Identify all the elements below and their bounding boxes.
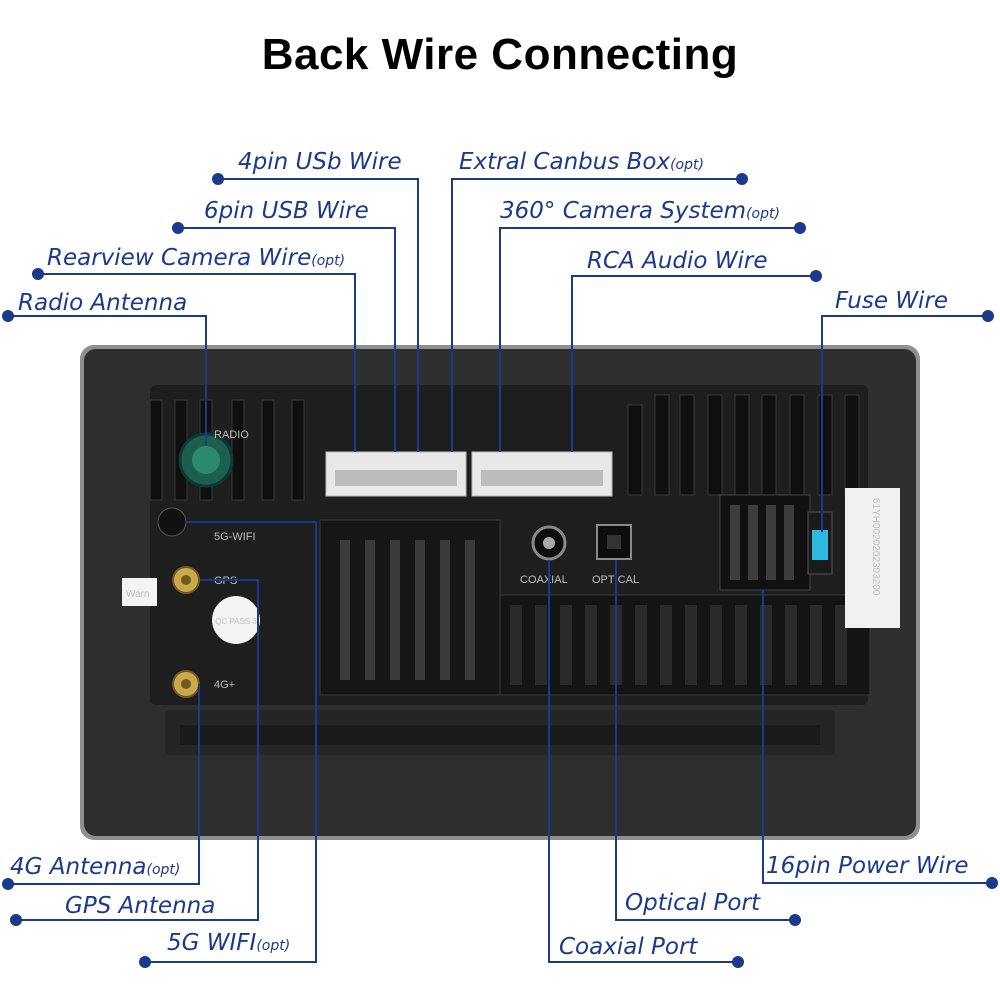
- label-gps: GPS Antenna: [65, 893, 216, 919]
- label-fuse: Fuse Wire: [835, 288, 949, 314]
- label-canbus: Extral Canbus Box(opt): [459, 149, 704, 175]
- page-title: Back Wire Connecting: [261, 30, 739, 79]
- leader-radio: [8, 315, 207, 445]
- leader-canbus: [451, 178, 742, 452]
- label-camera360: 360° Camera System(opt): [500, 198, 780, 224]
- leader-wifi5g: [145, 521, 317, 963]
- leader-gps: [16, 579, 259, 921]
- label-usb4: 4pin USb Wire: [238, 149, 402, 175]
- leader-rearview: [38, 273, 356, 452]
- leader-usb6: [178, 227, 396, 452]
- warning-sticker-label: Warn: [126, 589, 150, 600]
- leader-rca: [571, 275, 816, 452]
- qc-sticker-label: QC PASS 3: [215, 617, 257, 626]
- leader-g4: [8, 684, 200, 885]
- label-rearview: Rearview Camera Wire(opt): [47, 245, 346, 271]
- leader-power16: [762, 590, 992, 884]
- label-wifi5g: 5G WIFI(opt): [167, 930, 291, 956]
- label-radio: Radio Antenna: [18, 290, 188, 316]
- radio-marking: RADIO: [214, 429, 249, 441]
- leader-fuse: [821, 315, 988, 532]
- leader-usb4: [218, 178, 419, 452]
- head-unit-back-panel: 61YH0020202303200 Warn QC PASS 3 RADIO 5…: [80, 345, 920, 840]
- serial-number-label: 61YH0020202303200: [870, 498, 881, 596]
- label-rca: RCA Audio Wire: [587, 248, 768, 274]
- wifi-marking: 5G-WIFI: [214, 531, 256, 543]
- label-coaxial: Coaxial Port: [559, 934, 698, 960]
- label-power16: 16pin Power Wire: [766, 853, 969, 879]
- leader-end-dots: [2, 173, 998, 968]
- leader-camera360: [499, 227, 800, 452]
- leader-coaxial: [548, 560, 738, 963]
- label-usb6: 6pin USB Wire: [204, 198, 369, 224]
- coaxial-marking: COAXIAL: [520, 574, 568, 586]
- leader-lines: [8, 178, 992, 963]
- leader-optical: [615, 560, 795, 921]
- lte-marking: 4G+: [214, 679, 235, 691]
- label-g4: 4G Antenna(opt): [10, 854, 181, 880]
- label-optical: Optical Port: [625, 890, 760, 916]
